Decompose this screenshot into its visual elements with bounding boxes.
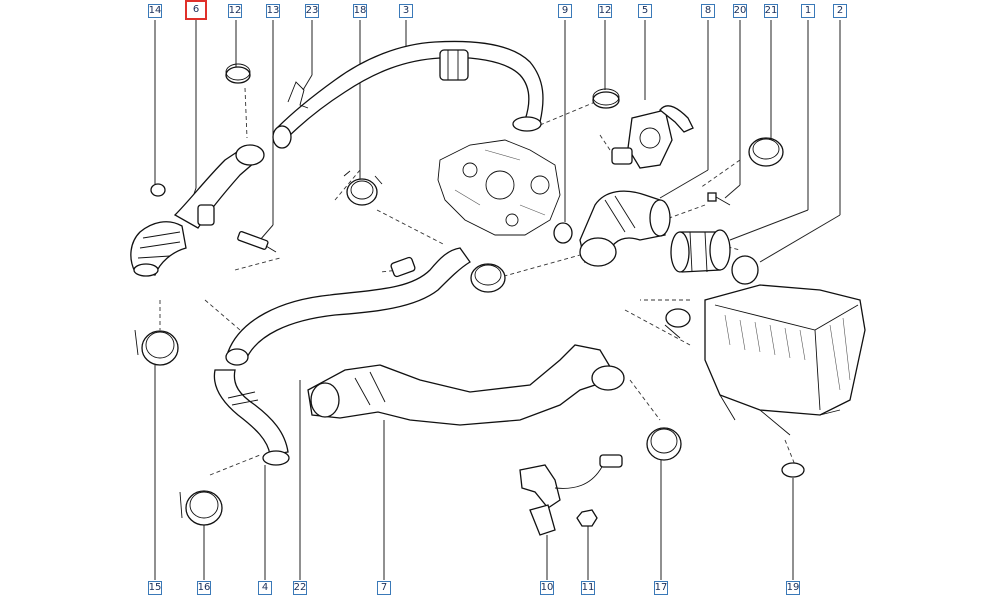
callout-14[interactable]: 14 — [148, 4, 162, 18]
part-2-seal — [731, 255, 759, 285]
callout-12-top-left[interactable]: 12 — [228, 4, 242, 18]
part-17-clamp — [646, 427, 682, 461]
part-6-hose — [130, 144, 265, 277]
leader-lines — [154, 20, 841, 263]
callout-7[interactable]: 7 — [377, 581, 391, 595]
part-1-flow-meter — [670, 229, 731, 273]
callout-21[interactable]: 21 — [764, 4, 778, 18]
part-3-upper-hose — [272, 40, 544, 149]
part-8-elbow — [579, 190, 671, 267]
part-10-bracket — [519, 454, 623, 536]
callout-15[interactable]: 15 — [148, 581, 162, 595]
part-11-nut — [576, 509, 598, 527]
callout-16[interactable]: 16 — [197, 581, 211, 595]
callout-10[interactable]: 10 — [540, 581, 554, 595]
part-19-grommet — [781, 462, 805, 478]
part-22-lower-hose — [225, 247, 471, 366]
engine-block — [437, 139, 561, 236]
part-18-clamp — [343, 170, 383, 206]
callout-6-selected[interactable]: 6 — [185, 0, 207, 20]
callout-1[interactable]: 1 — [801, 4, 815, 18]
part-13-sensor — [237, 231, 277, 253]
callout-9[interactable]: 9 — [558, 4, 572, 18]
part-16-clamp — [179, 490, 223, 526]
callout-20[interactable]: 20 — [733, 4, 747, 18]
part-12-clamp-upper-left — [225, 63, 251, 84]
part-15-clamp — [134, 329, 179, 366]
callout-19[interactable]: 19 — [786, 581, 800, 595]
part-4-lower-hose — [213, 369, 290, 466]
part-12-clamp-right — [592, 88, 620, 109]
callout-17[interactable]: 17 — [654, 581, 668, 595]
part-14-nut — [150, 183, 166, 197]
callout-2[interactable]: 2 — [833, 4, 847, 18]
callout-22[interactable]: 22 — [293, 581, 307, 595]
callout-3[interactable]: 3 — [399, 4, 413, 18]
callout-11[interactable]: 11 — [581, 581, 595, 595]
air-filter-housing — [664, 284, 866, 436]
part-23-clip — [287, 81, 309, 109]
callout-13[interactable]: 13 — [266, 4, 280, 18]
callout-12-top-right[interactable]: 12 — [598, 4, 612, 18]
part-9-seal-ring — [553, 222, 573, 244]
part-21-clamp — [748, 137, 784, 167]
leader-lines-bottom — [154, 365, 794, 580]
callout-18[interactable]: 18 — [353, 4, 367, 18]
callout-4[interactable]: 4 — [258, 581, 272, 595]
part-7-charge-duct — [307, 344, 625, 426]
part-12-clamp-middle — [470, 263, 506, 293]
callout-8[interactable]: 8 — [701, 4, 715, 18]
callout-5[interactable]: 5 — [638, 4, 652, 18]
part-5-throttle-body — [611, 105, 694, 169]
part-20-bolt — [707, 192, 731, 206]
callout-23[interactable]: 23 — [305, 4, 319, 18]
